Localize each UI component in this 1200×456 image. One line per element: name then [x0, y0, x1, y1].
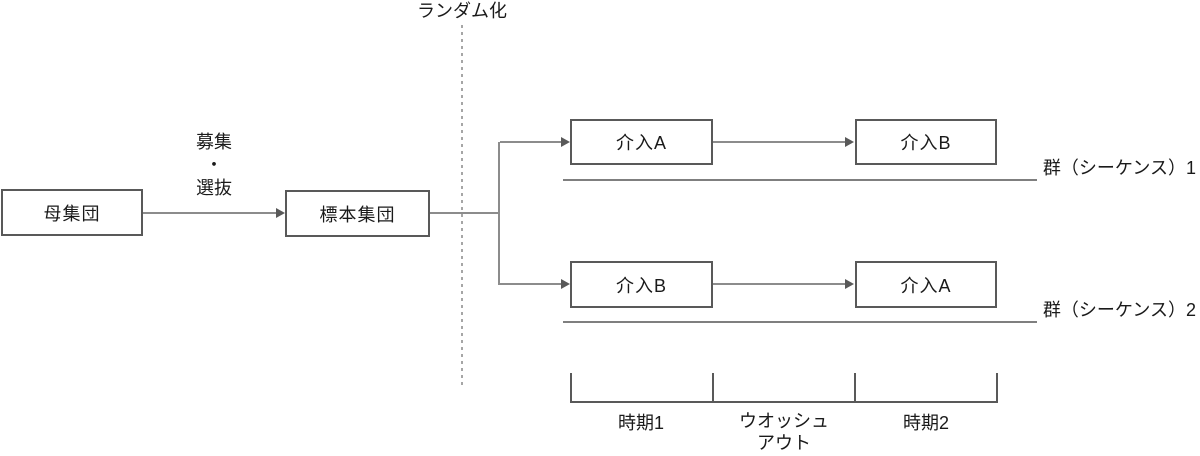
period-bracket-tick-1 [570, 373, 572, 403]
seq1-period1-box: 介入A [570, 119, 713, 165]
seq1-period1-to-period2-line [713, 141, 845, 143]
seq1-period1-to-period2-arrowhead-icon [845, 137, 854, 147]
seq2-timeline-line [563, 321, 1037, 323]
population-to-sample-arrowhead-icon [276, 208, 285, 218]
randomization-label: ランダム化 [417, 1, 507, 21]
period-bracket-tick-3 [854, 373, 856, 403]
washout-label-line2: アウト [757, 433, 811, 453]
seq2-label: 群（シーケンス）2 [1042, 300, 1196, 320]
recruitment-label-line2: ・ [205, 155, 223, 175]
seq2-period1-to-period2-arrowhead-icon [845, 279, 854, 289]
recruitment-selection-label: 募集 ・ 選抜 [169, 131, 259, 200]
period-bracket-tick-4 [996, 373, 998, 403]
period2-label: 時期2 [902, 413, 949, 433]
branch-vertical-line [498, 142, 500, 285]
randomization-divider-line [461, 25, 463, 385]
sample-box: 標本集団 [285, 190, 430, 237]
seq2-period1-to-period2-line [713, 283, 845, 285]
recruitment-label-line3: 選抜 [196, 178, 232, 198]
branch-to-seq1-arrowhead-icon [561, 137, 570, 147]
seq2-period1-box: 介入B [570, 261, 713, 308]
branch-to-seq1-line [500, 141, 561, 143]
sample-to-branch-line [430, 212, 500, 214]
period1-label: 時期1 [617, 413, 664, 433]
branch-to-seq2-arrowhead-icon [561, 279, 570, 289]
washout-label: ウオッシュ アウト [724, 410, 844, 454]
seq2-period2-box: 介入A [855, 261, 997, 308]
period-bracket-baseline [570, 401, 998, 403]
recruitment-label-line1: 募集 [196, 132, 232, 152]
seq1-period2-box: 介入B [855, 119, 997, 165]
population-to-sample-line [143, 212, 276, 214]
washout-label-line1: ウオッシュ [739, 411, 829, 431]
seq1-timeline-line [563, 179, 1037, 181]
seq1-label: 群（シーケンス）1 [1042, 158, 1196, 178]
period-bracket-tick-2 [712, 373, 714, 403]
population-box: 母集団 [1, 189, 143, 236]
branch-to-seq2-line [500, 283, 561, 285]
